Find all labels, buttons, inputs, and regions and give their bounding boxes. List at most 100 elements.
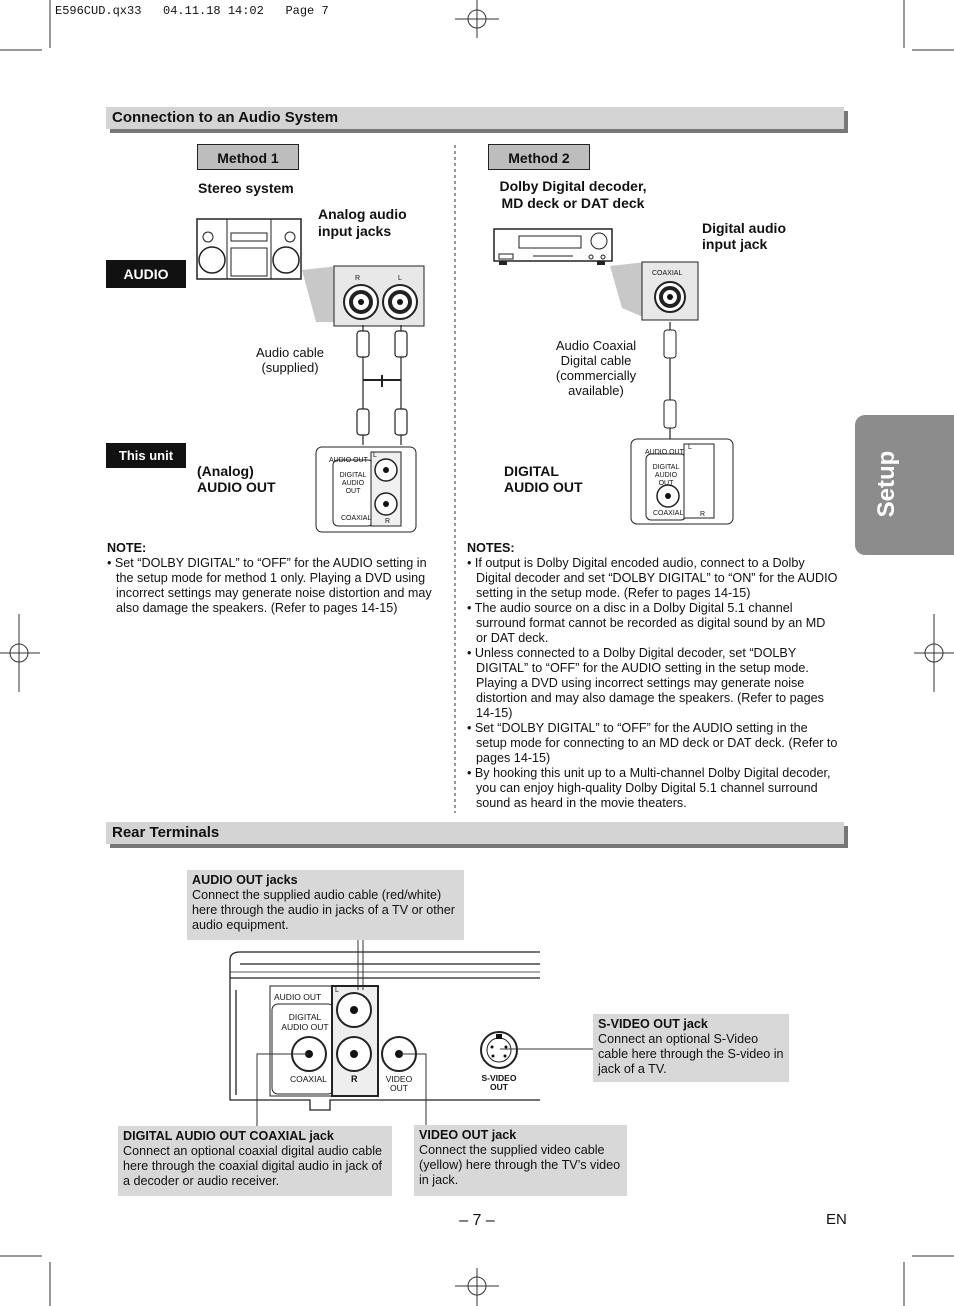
callout-audio-out-title: AUDIO OUT jacks <box>192 873 298 887</box>
coaxial-zoom-label: COAXIAL <box>652 270 683 277</box>
digital-input-line2: input jack <box>702 236 768 252</box>
notes2-item: • Unless connected to a Dolby Digital de… <box>467 646 824 720</box>
analog-audio-out-label: (Analog) AUDIO OUT <box>197 463 276 495</box>
callout-coaxial: DIGITAL AUDIO OUT COAXIAL jack Connect a… <box>118 1126 392 1196</box>
unit-panel-method2: AUDIO OUT L DIGITAL AUDIO OUT COAXIAL R <box>630 438 734 525</box>
rear-label-video: VIDEO OUT <box>380 1075 418 1093</box>
rear-svideo-line1: S-VIDEO <box>481 1073 517 1083</box>
rear-svideo-line2: OUT <box>490 1082 508 1092</box>
section-title-audio-system: Connection to an Audio System <box>106 107 844 129</box>
panel-audio-out: AUDIO OUT <box>329 457 368 464</box>
panel2-digital-line2: AUDIO OUT <box>654 472 678 487</box>
method-2-label: Method 2 <box>488 144 590 170</box>
digital-out-line1: DIGITAL <box>504 463 559 479</box>
panel-digital: DIGITAL AUDIO OUT <box>335 472 371 496</box>
panel-r: R <box>385 518 391 525</box>
coaxial-cable-illustration <box>663 322 677 440</box>
rear-video-line2: OUT <box>390 1083 408 1093</box>
digital-input-line1: Digital audio <box>702 220 786 236</box>
print-header: E596CUD.qx33 04.11.18 14:02 Page 7 <box>55 4 329 18</box>
panel2-digital-line1: DIGITAL <box>652 464 680 471</box>
coaxial-cable-line3: (commercially <box>555 368 637 383</box>
audio-tag: AUDIO <box>106 260 186 288</box>
dolby-decoder-label: Dolby Digital decoder, MD deck or DAT de… <box>478 178 668 212</box>
digital-audio-out-label: DIGITAL AUDIO OUT <box>504 463 583 495</box>
panel-digital-line2: AUDIO OUT <box>341 480 365 495</box>
analog-input-label: Analog audio input jacks <box>318 206 407 240</box>
notes2-item: • If output is Dolby Digital encoded aud… <box>467 556 838 600</box>
callout-svideo-text: Connect an optional S-Video cable here t… <box>598 1032 784 1076</box>
panel2-r: R <box>700 511 706 518</box>
method-1-label: Method 1 <box>197 144 299 170</box>
digital-out-line2: AUDIO OUT <box>504 479 583 495</box>
panel2-digital: DIGITAL AUDIO OUT <box>648 464 684 488</box>
notes2-heading: NOTES: <box>467 541 515 555</box>
callout-audio-out-text: Connect the supplied audio cable (red/wh… <box>192 888 455 932</box>
analog-jacks-zoom <box>302 265 425 327</box>
audio-cable-label-line1: Audio cable <box>256 345 324 360</box>
audio-cable-label: Audio cable (supplied) <box>240 345 340 375</box>
jack-l-label: L <box>398 275 402 282</box>
jack-r-label: R <box>355 275 361 282</box>
dolby-decoder-line1: Dolby Digital decoder, <box>499 178 647 194</box>
setup-side-tab <box>855 415 954 555</box>
notes2-item: • Set “DOLBY DIGITAL” to “OFF” for the A… <box>467 721 838 765</box>
callout-coaxial-title: DIGITAL AUDIO OUT COAXIAL jack <box>123 1129 334 1143</box>
panel2-l: L <box>688 444 692 451</box>
rear-digital-line1: DIGITAL <box>288 1012 322 1022</box>
rear-digital-line2: AUDIO OUT <box>281 1022 329 1032</box>
note1-item: • Set “DOLBY DIGITAL” to “OFF” for the A… <box>107 556 432 615</box>
this-unit-tag: This unit <box>106 443 186 468</box>
notes2-list: • If output is Dolby Digital encoded aud… <box>467 556 839 811</box>
stereo-system-label: Stereo system <box>198 180 294 196</box>
callout-svideo-title: S-VIDEO OUT jack <box>598 1017 708 1031</box>
unit-panel-method1: AUDIO OUT L DIGITAL AUDIO OUT COAXIAL R <box>315 446 417 533</box>
coaxial-cable-line4: available) <box>568 383 624 398</box>
section-title-rear-terminals: Rear Terminals <box>106 822 844 844</box>
panel-outline <box>315 446 417 533</box>
coaxial-cable-label: Audio Coaxial Digital cable (commerciall… <box>545 338 647 398</box>
audio-cable-label-line2: (supplied) <box>261 360 319 375</box>
panel-l: L <box>373 452 377 459</box>
analog-out-line1: (Analog) <box>197 463 254 479</box>
page-number: – 7 – <box>459 1212 495 1229</box>
note1-list: • Set “DOLBY DIGITAL” to “OFF” for the A… <box>107 556 447 616</box>
coaxial-cable-line1: Audio Coaxial <box>555 338 637 353</box>
panel2-audio-out: AUDIO OUT <box>645 449 684 456</box>
rear-label-l: L <box>335 987 339 994</box>
decoder-illustration <box>493 228 613 265</box>
analog-input-label-line1: Analog audio <box>318 206 407 222</box>
panel2-coaxial: COAXIAL <box>653 510 684 517</box>
rear-label-svideo: S-VIDEO OUT <box>474 1074 524 1092</box>
rear-label-r: R <box>351 1074 358 1084</box>
panel-outline-2 <box>630 438 734 525</box>
callout-audio-out: AUDIO OUT jacks Connect the supplied aud… <box>187 870 464 940</box>
rear-label-digital: DIGITAL AUDIO OUT <box>276 1012 334 1032</box>
analog-out-line2: AUDIO OUT <box>197 479 276 495</box>
coaxial-cable-line2: Digital cable <box>560 353 632 368</box>
notes2-item: • The audio source on a disc in a Dolby … <box>467 601 826 645</box>
callout-coaxial-text: Connect an optional coaxial digital audi… <box>123 1144 383 1188</box>
note1-heading: NOTE: <box>107 541 147 555</box>
callout-svideo: S-VIDEO OUT jack Connect an optional S-V… <box>593 1014 789 1082</box>
rear-video-line1: VIDEO <box>385 1074 413 1084</box>
note-method1: NOTE: • Set “DOLBY DIGITAL” to “OFF” for… <box>107 541 447 616</box>
panel-digital-line1: DIGITAL <box>339 472 367 479</box>
callout-video-title: VIDEO OUT jack <box>419 1128 517 1142</box>
analog-input-label-line2: input jacks <box>318 223 392 239</box>
rear-label-coaxial: COAXIAL <box>290 1074 327 1084</box>
setup-tab-label: Setup <box>873 430 901 538</box>
callout-video: VIDEO OUT jack Connect the supplied vide… <box>414 1125 627 1196</box>
notes2-item: • By hooking this unit up to a Multi-cha… <box>467 766 831 810</box>
coaxial-jack-zoom <box>610 261 699 321</box>
audio-cable-illustration <box>356 325 408 445</box>
stereo-system-illustration <box>196 218 302 280</box>
digital-input-label: Digital audio input jack <box>702 220 786 252</box>
callout-video-text: Connect the supplied video cable (yellow… <box>419 1143 621 1187</box>
dolby-decoder-line2: MD deck or DAT deck <box>501 195 645 211</box>
language-code: EN <box>826 1211 847 1228</box>
notes-method2: NOTES: • If output is Dolby Digital enco… <box>467 541 839 811</box>
setup-tab-text: Setup <box>873 450 900 518</box>
